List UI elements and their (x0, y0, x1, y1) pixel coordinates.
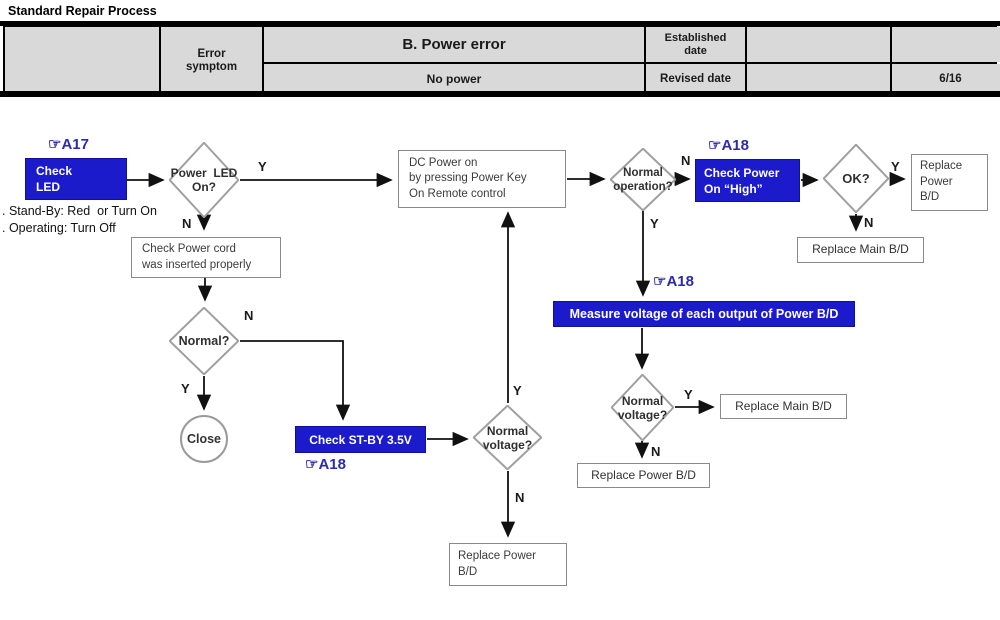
header-table: Error symptom B. Power error Established… (3, 25, 1000, 95)
decision-normal-voltage-center-label: Normal voltage? (482, 423, 533, 452)
decision-ok: OK? (823, 144, 889, 213)
revised-date-label: Revised date (646, 64, 745, 95)
title-divider (0, 21, 1000, 26)
node-replace-power-bd-mid: Replace Power B/D (577, 463, 710, 488)
edge-label-normalop-no: N (681, 153, 691, 168)
edge-label-powerled-yes: Y (258, 159, 267, 174)
ref-a18-measure-label: ☞A18 (653, 273, 694, 290)
established-date-value (747, 27, 890, 62)
header-bottom-bar (0, 91, 1000, 97)
edge-label-voltagecenter-yes: Y (513, 383, 522, 398)
decision-power-led-on: Power LED On? (169, 142, 239, 218)
decision-normal: Normal? (169, 307, 239, 375)
terminator-close: Close (180, 415, 228, 463)
edge-label-normal-yes: Y (181, 381, 190, 396)
node-dc-power-on: DC Power on by pressing Power Key On Rem… (398, 150, 566, 208)
decision-normal-voltage-right: Normal voltage? (611, 374, 674, 441)
error-symptom-value: No power (264, 64, 644, 95)
edge-label-powerled-no: N (182, 216, 192, 231)
ref-a18-stby-label: ☞A18 (305, 456, 346, 473)
node-check-power-cord: Check Power cord was inserted properly (131, 237, 281, 278)
edge-normal-no-to-stby (240, 340, 351, 421)
edge-label-ok-no: N (864, 215, 874, 230)
node-check-power-high: Check Power On “High” (695, 159, 800, 202)
header-cell-blank-top-right (892, 27, 1000, 62)
established-date-label: Established date (646, 27, 745, 62)
edge-label-normalop-yes: Y (650, 216, 659, 231)
page-number: 6/16 (892, 64, 1000, 95)
decision-normal-voltage-right-label: Normal voltage? (617, 393, 668, 422)
node-check-stby: Check ST-BY 3.5V (295, 426, 426, 453)
revised-date-value (747, 64, 890, 95)
edge-label-ok-yes: Y (891, 159, 900, 174)
edge-label-voltagecenter-no: N (515, 490, 525, 505)
decision-normal-label: Normal? (178, 334, 230, 348)
edge-label-voltageright-no: N (651, 444, 661, 459)
decision-ok-label: OK? (842, 170, 870, 186)
edge-label-normal-no: N (244, 308, 254, 323)
node-check-led: Check LED (25, 158, 127, 200)
node-measure-voltage: Measure voltage of each output of Power … (553, 301, 855, 327)
ref-a17-label: ☞A17 (48, 136, 89, 153)
error-category: B. Power error (264, 27, 644, 62)
node-replace-power-bd-right: Replace Power B/D (911, 154, 988, 211)
ref-a18-powerhigh-label: ☞A18 (708, 137, 749, 154)
header-cell-blank-left (5, 27, 159, 95)
decision-power-led-on-label: Power LED On? (170, 166, 238, 194)
node-replace-power-bd-bottom: Replace Power B/D (449, 543, 567, 586)
decision-normal-operation: Normal operation? (610, 148, 676, 211)
node-replace-main-bd-top: Replace Main B/D (797, 237, 924, 263)
edge-label-voltageright-yes: Y (684, 387, 693, 402)
error-symptom-label: Error symptom (161, 27, 262, 95)
node-replace-main-bd-mid: Replace Main B/D (720, 394, 847, 419)
page-title: Standard Repair Process (8, 4, 157, 18)
decision-normal-operation-label: Normal operation? (613, 166, 673, 193)
led-status-note: . Stand-By: Red or Turn On . Operating: … (2, 204, 157, 235)
decision-normal-voltage-center: Normal voltage? (473, 405, 542, 470)
